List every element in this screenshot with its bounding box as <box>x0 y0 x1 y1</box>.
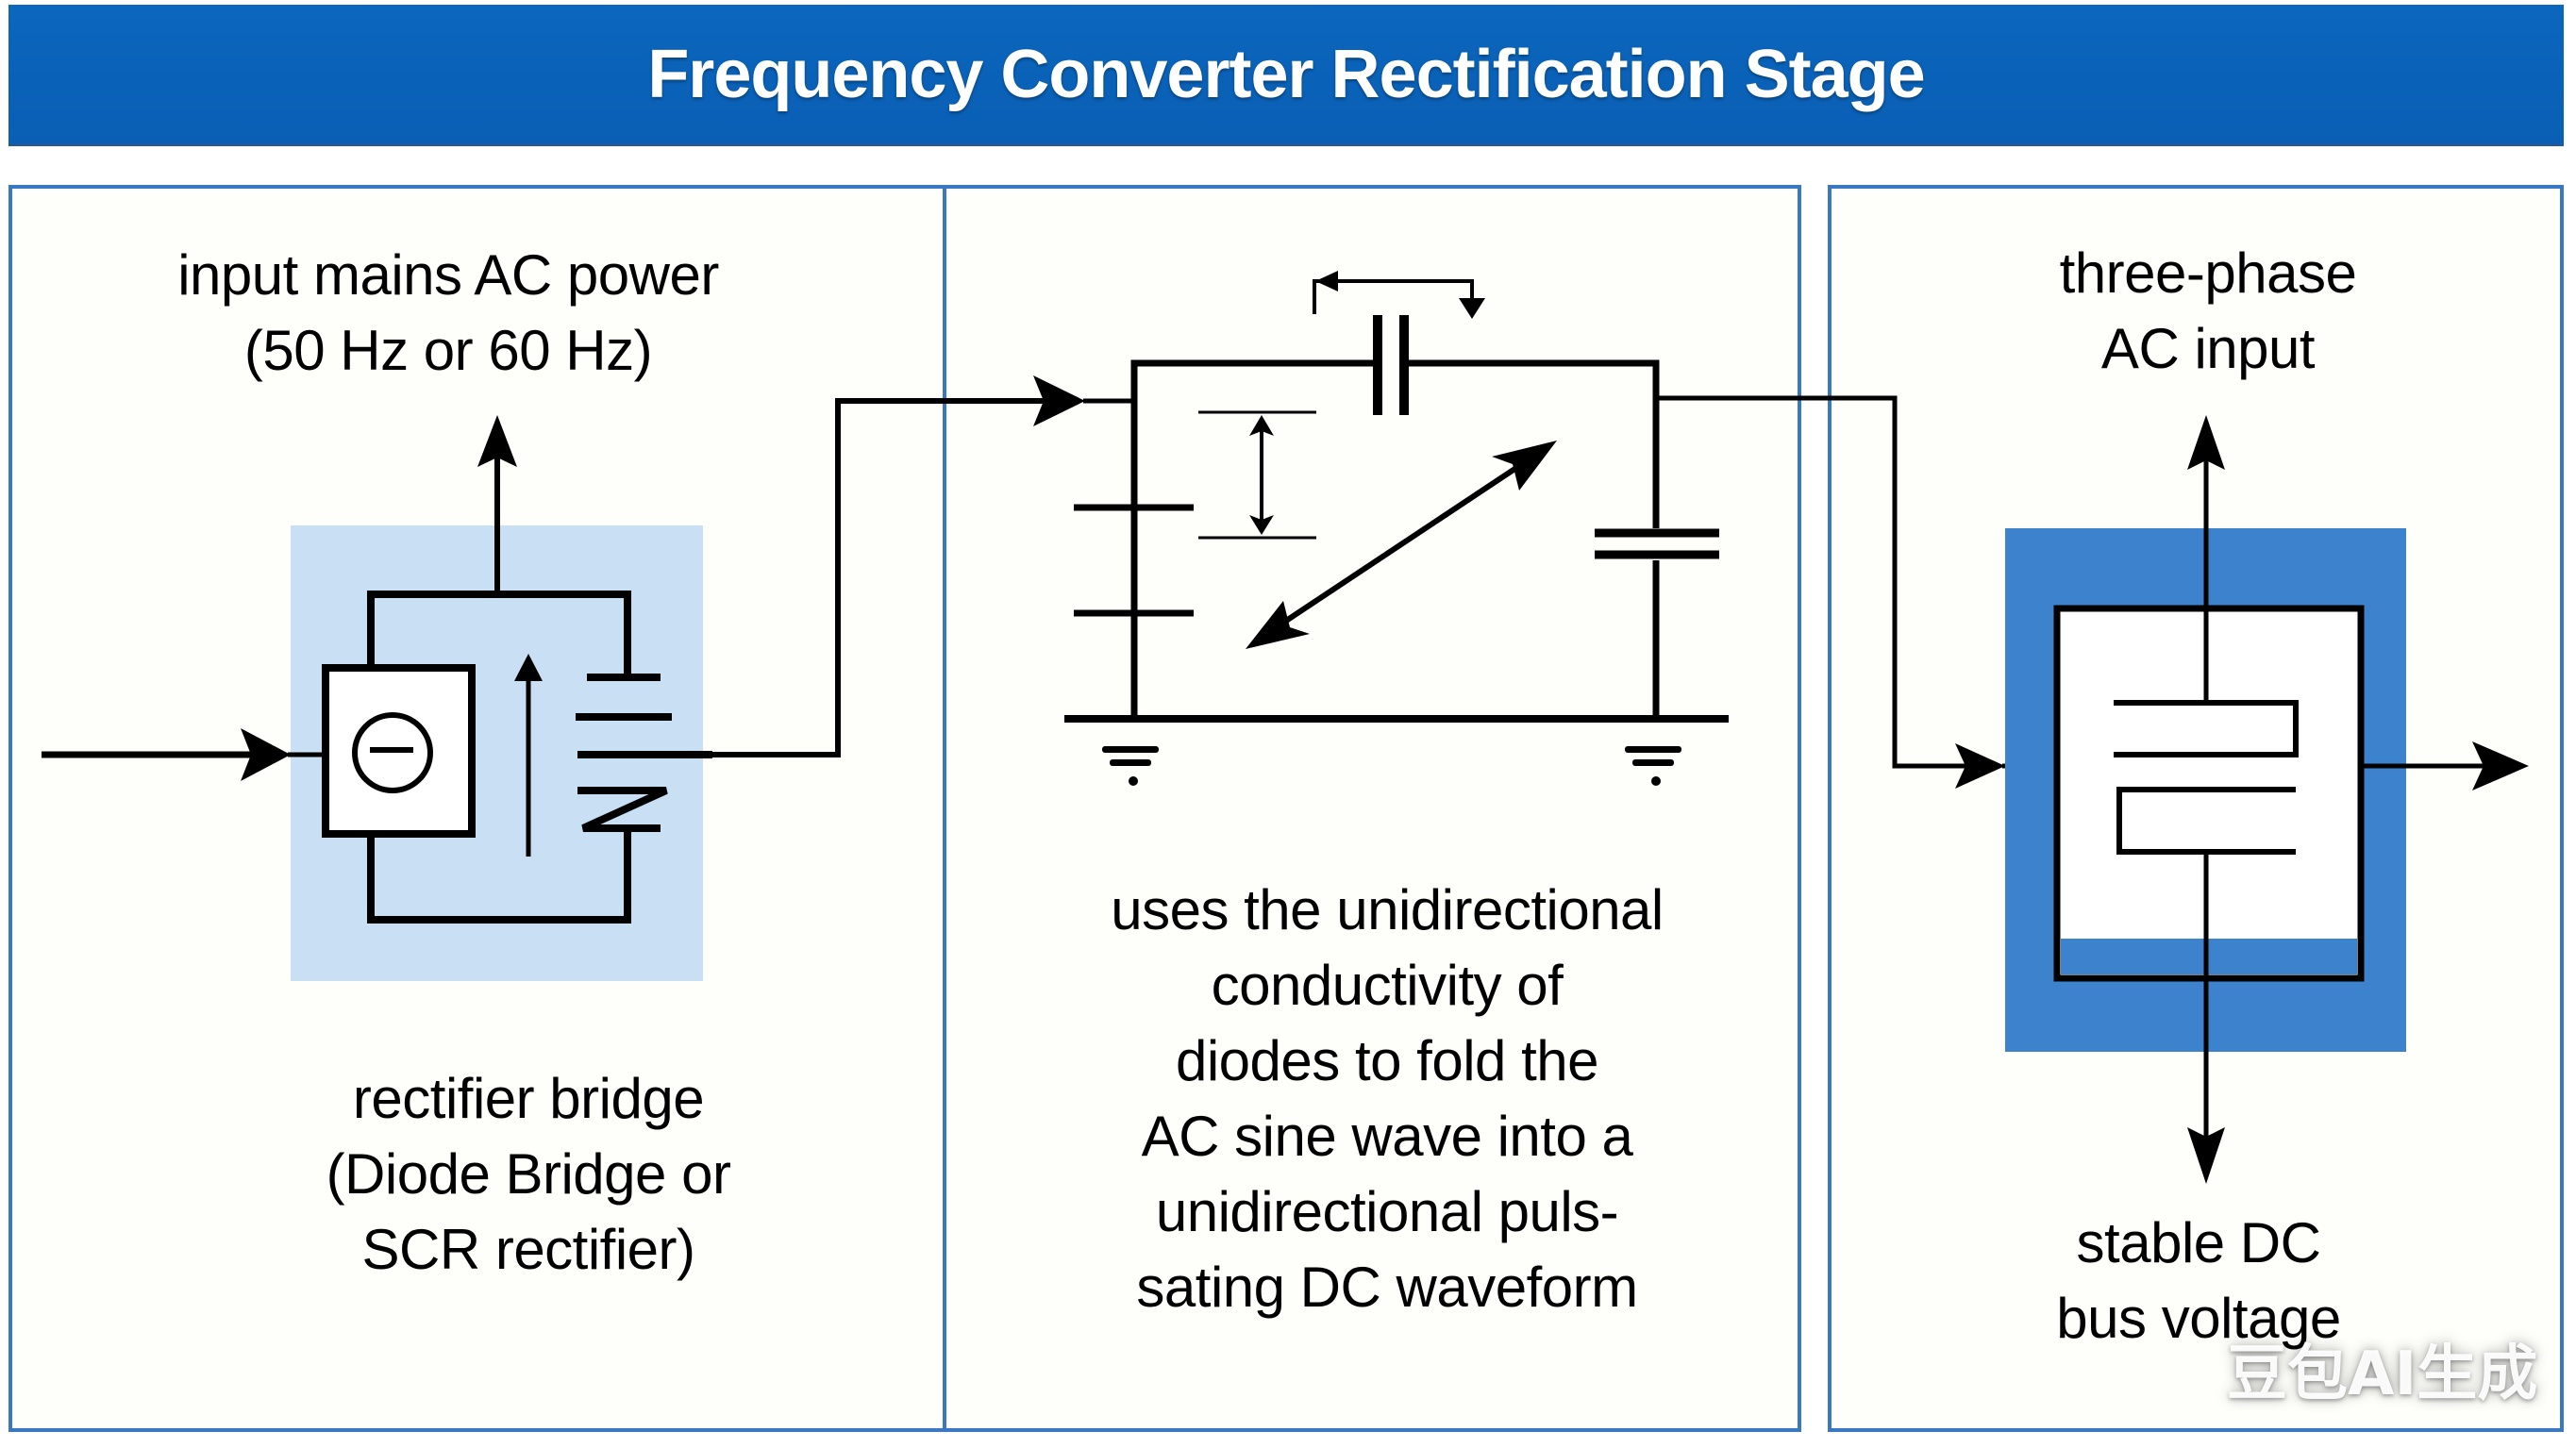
rectifier-bridge-block <box>42 375 1134 981</box>
dc-bus-capacitor-block-icon <box>2053 605 2365 982</box>
down-arrow-icon <box>2187 852 2225 1184</box>
dc-bus-block <box>2005 415 2529 1184</box>
output-arrow-icon <box>2361 741 2529 791</box>
diode-bridge-symbol-icon <box>322 664 476 838</box>
rectification-circuit <box>1064 271 2057 789</box>
circuit-loop-wire <box>1130 359 1660 719</box>
input-arrow-icon <box>42 728 324 781</box>
up-arrow-icon <box>2187 415 2225 703</box>
rectifier-bridge-label: rectifier bridge (Diode Bridge or SCR re… <box>326 1067 731 1281</box>
scr-symbol-icon <box>576 674 712 832</box>
dc-output-wire <box>1656 395 2057 789</box>
page-title: Frequency Converter Rectification Stage <box>647 36 1925 112</box>
rectification-description: uses the unidirectional conductivity of … <box>1111 878 1664 1319</box>
minus-circle-icon <box>352 712 433 793</box>
up-arrow-icon <box>477 415 517 594</box>
capacitor-icon <box>1373 315 1409 415</box>
three-phase-input-label: three-phase AC input <box>2059 241 2357 380</box>
ground-icon <box>1102 746 1159 786</box>
watermark: 豆包AI生成 <box>2227 1340 2538 1409</box>
input-mains-label: input mains AC power (50 Hz or 60 Hz) <box>177 243 719 382</box>
left-plates <box>1074 504 1194 617</box>
current-direction-arrow-icon <box>514 654 543 857</box>
capacitor-icon <box>1595 528 1719 559</box>
diagonal-double-arrow-icon <box>1246 441 1557 649</box>
stable-dc-bus-label: stable DC bus voltage <box>2056 1211 2341 1350</box>
ground-icon <box>1625 746 1681 786</box>
double-arrow-icon <box>1198 410 1316 540</box>
rectifier-output-wire <box>703 375 1134 757</box>
title-bar: Frequency Converter Rectification Stage <box>8 5 2564 146</box>
feedback-arrow-icon <box>1313 271 1485 319</box>
